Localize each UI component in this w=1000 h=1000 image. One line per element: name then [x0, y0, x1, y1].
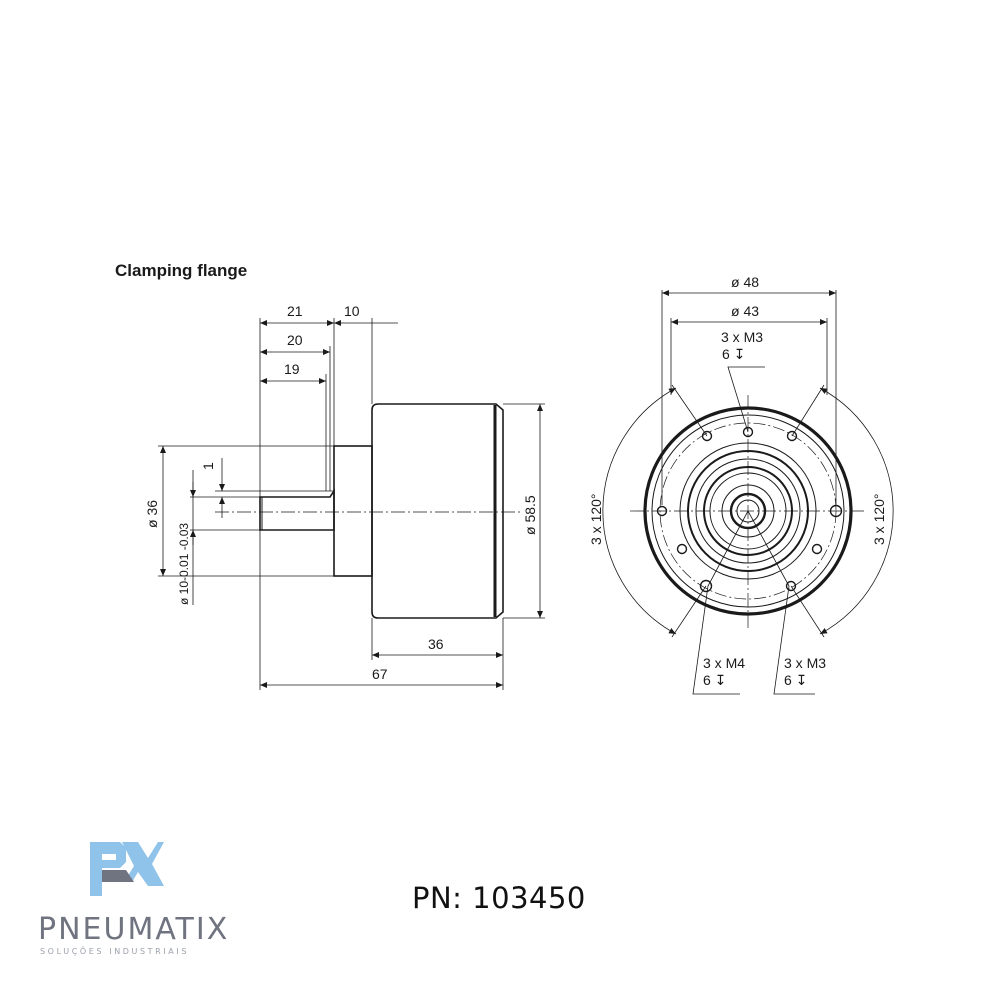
dim-dia-48: ø 48 — [731, 274, 759, 290]
dim-21: 21 — [287, 303, 303, 319]
callout-bottom-left-depth: 6 ↧ — [703, 672, 726, 688]
shaft — [259, 488, 335, 531]
part-number: PN: 103450 — [412, 881, 586, 915]
pneumatix-logo-icon — [90, 842, 164, 896]
dim-dia-43: ø 43 — [731, 303, 759, 319]
front-view — [602, 290, 894, 695]
callout-bottom-right-thread: 3 x M3 — [784, 655, 826, 671]
brand-tagline: SOLUÇÕES INDUSTRIAIS — [40, 947, 189, 956]
drawing-title: Clamping flange — [115, 261, 247, 280]
encoder-body — [371, 403, 504, 619]
dim-dia-58-5: ø 58.5 — [522, 495, 538, 535]
clamping-flange — [333, 445, 373, 577]
dim-36: 36 — [428, 636, 444, 652]
angle-left: 3 x 120° — [588, 493, 604, 545]
callout-top-thread: 3 x M3 — [721, 329, 763, 345]
mounting-holes — [656, 426, 843, 593]
side-view — [158, 318, 545, 690]
dim-20: 20 — [287, 332, 303, 348]
dim-dia-10: ø 10-0.01 -0.03 — [177, 523, 191, 605]
angle-right: 3 x 120° — [871, 493, 887, 545]
dim-19: 19 — [284, 361, 300, 377]
callout-bottom-left-thread: 3 x M4 — [703, 655, 745, 671]
dim-1: 1 — [200, 462, 216, 470]
dim-67: 67 — [372, 666, 388, 682]
brand-name: PNEUMATIX — [38, 912, 230, 947]
dim-10: 10 — [344, 303, 360, 319]
callout-bottom-right-depth: 6 ↧ — [784, 672, 807, 688]
dim-dia-36: ø 36 — [144, 500, 160, 528]
callout-top-depth: 6 ↧ — [722, 346, 745, 362]
